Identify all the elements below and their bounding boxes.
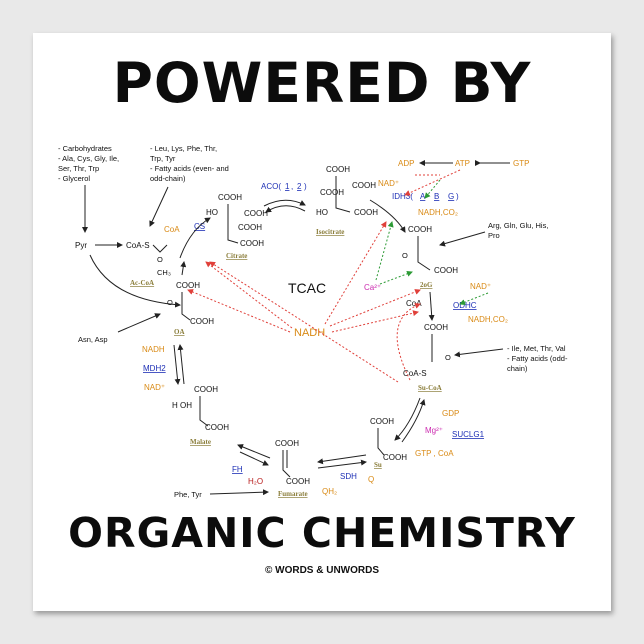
source-text: - Ala, Cys, Gly, Ile, (58, 154, 119, 163)
headline-bottom: ORGANIC CHEMISTRY (68, 509, 576, 557)
oxygen-atom: O (157, 255, 163, 264)
source-text: Arg, Gln, Glu, His, (488, 221, 548, 230)
ubiquinol-label: QH₂ (322, 487, 337, 496)
tcac-label: TCAC (288, 280, 326, 296)
coa-input: CoA (406, 299, 422, 308)
acetyl-coa-label: Ac-CoA (130, 279, 154, 287)
nad-plus-label: NAD⁺ (470, 282, 491, 291)
oxygen-atom: O (402, 251, 408, 260)
enzyme-idh-a: A (420, 192, 426, 201)
source-text: Pro (488, 231, 500, 240)
source-text: - Ile, Met, Thr, Val (507, 344, 566, 353)
calcium-label: Ca²⁺ (364, 283, 381, 292)
citrate-cooh: COOH (244, 209, 268, 218)
acetyl-coa-group: CoA-S (126, 241, 150, 250)
enzyme-aco-1: 1 (285, 182, 290, 191)
oxoglutarate-cooh: COOH (408, 225, 432, 234)
enzyme-idh-g: G (448, 192, 454, 201)
isocitrate-cooh: COOH (320, 188, 344, 197)
enzyme-aco-2: 2 (297, 182, 302, 191)
source-text: odd-chain) (150, 174, 186, 183)
oxygen-atom: O (445, 353, 451, 362)
pyruvate-label: Pyr (75, 241, 87, 250)
enzyme-idh-close: ) (456, 192, 459, 201)
enzyme-fh: FH (232, 465, 243, 474)
oxaloacetate-cooh: COOH (176, 281, 200, 290)
enzyme-suclg1: SUCLG1 (452, 430, 485, 439)
gtp-label: GTP (513, 159, 529, 168)
nadh-center-label: NADH (294, 327, 325, 339)
enzyme-idh: IDH3( (392, 192, 413, 201)
enzyme-aco-sep: , (291, 182, 293, 191)
source-text: - Leu, Lys, Phe, Thr, (150, 144, 217, 153)
source-text: Phe, Tyr (174, 490, 202, 499)
enzyme-mdh2: MDH2 (143, 364, 166, 373)
headline-top: POWERED BY (112, 51, 532, 115)
citrate-cooh: COOH (238, 223, 262, 232)
nadh-label: NADH (142, 345, 165, 354)
enzyme-sdh: SDH (340, 472, 357, 481)
atp-label: ATP (455, 159, 470, 168)
methyl-group: CH₃ (157, 268, 171, 277)
fumarate-label: Fumarate (278, 490, 308, 498)
adp-label: ADP (398, 159, 414, 168)
succinate-cooh: COOH (383, 453, 407, 462)
enzyme-idh-b: B (434, 192, 439, 201)
oxoglutarate-cooh: COOH (434, 266, 458, 275)
succinyl-coa-label: Su-CoA (418, 384, 442, 392)
poster-canvas (33, 33, 611, 611)
enzyme-aco: ACO( (261, 182, 281, 191)
malate-cooh: COOH (194, 385, 218, 394)
source-text: Asn, Asp (78, 335, 108, 344)
source-text: chain) (507, 364, 528, 373)
source-text: Trp, Tyr (150, 154, 176, 163)
nadh-co2-label: NADH,CO₂ (418, 208, 458, 217)
oxoglutarate-label: 2oG (420, 281, 433, 289)
citrate-cooh: COOH (240, 239, 264, 248)
citrate-cooh: COOH (218, 193, 242, 202)
isocitrate-ho: HO (316, 208, 328, 217)
source-text: Ser, Thr, Trp (58, 164, 99, 173)
coa-released: CoA (164, 225, 180, 234)
source-text: - Fatty acids (even- and (150, 164, 229, 173)
succinyl-cooh: COOH (424, 323, 448, 332)
succinate-label: Su (374, 461, 382, 469)
nadh-co2-label: NADH,CO₂ (468, 315, 508, 324)
water-label: H₂O (248, 477, 263, 486)
gtp-coa-label: GTP , CoA (415, 449, 454, 458)
isocitrate-label: Isocitrate (316, 228, 344, 236)
enzyme-aco-close: ) (304, 182, 307, 191)
source-text: - Carbohydrates (58, 144, 112, 153)
magnesium-label: Mg²⁺ (425, 426, 443, 435)
malate-label: Malate (190, 438, 211, 446)
copyright-line: © WORDS & UNWORDS (264, 565, 380, 576)
succinyl-coa-group: CoA-S (403, 369, 427, 378)
oxaloacetate-label: OA (174, 328, 185, 336)
citrate-label: Citrate (226, 252, 247, 260)
fumarate-cooh: COOH (275, 439, 299, 448)
isocitrate-cooh: COOH (354, 208, 378, 217)
citrate-ho: HO (206, 208, 218, 217)
isocitrate-cooh: COOH (326, 165, 350, 174)
enzyme-odhc: ODHC (453, 301, 477, 310)
oxygen-atom: O (167, 298, 173, 307)
malate-cooh: COOH (205, 423, 229, 432)
malate-ho: OH (180, 401, 192, 410)
succinate-cooh: COOH (370, 417, 394, 426)
source-text: - Glycerol (58, 174, 90, 183)
malate-h: H (172, 401, 178, 410)
oxaloacetate-cooh: COOH (190, 317, 214, 326)
fumarate-cooh: COOH (286, 477, 310, 486)
ubiquinone-label: Q (368, 475, 374, 484)
nad-plus-label: NAD⁺ (378, 179, 399, 188)
gdp-label: GDP (442, 409, 459, 418)
source-text: - Fatty acids (odd- (507, 354, 568, 363)
nad-plus-label: NAD⁺ (144, 383, 165, 392)
isocitrate-cooh: COOH (352, 181, 376, 190)
